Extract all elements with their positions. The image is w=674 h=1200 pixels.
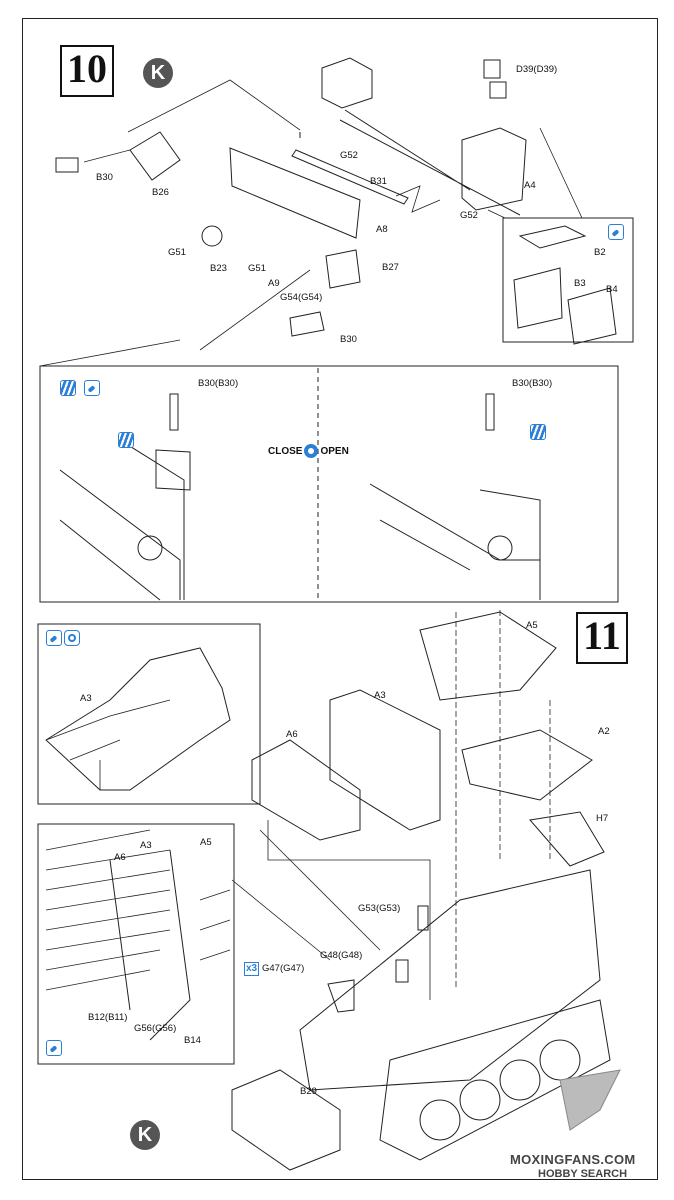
label-a9: A9 — [268, 278, 280, 289]
page-frame — [22, 18, 658, 1180]
glue-icon — [608, 224, 624, 240]
inset-b-box — [502, 217, 634, 343]
hatch-close — [137, 535, 163, 561]
label-a3-inset: A3 — [80, 693, 92, 704]
part-b23 — [201, 225, 223, 247]
part-g47 — [327, 979, 355, 1013]
part-d39 — [483, 59, 507, 99]
label-a6-detail: A6 — [114, 852, 126, 863]
label-b3: B3 — [574, 278, 586, 289]
label-b31: B31 — [370, 176, 387, 187]
step-10-number: 10 — [60, 45, 114, 97]
part-b4 — [567, 287, 617, 345]
part-h7 — [529, 811, 605, 867]
label-b14: B14 — [184, 1035, 201, 1046]
rotate-view-icon — [64, 630, 80, 646]
part-a6 — [251, 739, 361, 841]
part-b27 — [325, 249, 361, 289]
label-b12: B12(B11) — [88, 1012, 128, 1023]
label-b23: B23 — [210, 263, 227, 274]
part-b26 — [129, 131, 181, 181]
close-open-box — [39, 365, 619, 603]
vehicle-hull — [299, 869, 601, 1091]
part-a4-top — [321, 57, 373, 109]
part-a8 — [229, 147, 361, 239]
marker-k-bottom: K — [130, 1120, 160, 1150]
label-b29: B29 — [300, 1086, 317, 1097]
glue-icon — [46, 630, 62, 646]
label-g56: G56(G56) — [134, 1023, 177, 1034]
step-11-number: 11 — [576, 612, 628, 664]
watermark-brand: HOBBY SEARCH — [538, 1168, 628, 1180]
hull-open — [369, 483, 541, 600]
part-a3 — [329, 689, 441, 831]
label-a3-main: A3 — [374, 690, 386, 701]
paint-icon — [530, 424, 546, 440]
paint-icon — [60, 380, 76, 396]
label-b26: B26 — [152, 187, 169, 198]
label-g47: G47(G47) — [262, 963, 305, 974]
inset-view-box — [37, 623, 261, 805]
label-a6-main: A6 — [286, 729, 298, 740]
glue-icon — [84, 380, 100, 396]
fitting-close — [155, 449, 191, 491]
quantity-badge: x3 — [244, 962, 260, 976]
part-g48 — [395, 959, 409, 983]
hull-close — [59, 439, 185, 601]
vehicle-inset — [45, 647, 231, 791]
label-a2: A2 — [598, 726, 610, 737]
b30-close — [169, 393, 179, 431]
track-assembly — [379, 999, 611, 1161]
label-g52-a: G52 — [340, 150, 358, 161]
part-b2 — [518, 225, 587, 249]
label-a5-detail: A5 — [200, 837, 212, 848]
part-b30b — [289, 311, 325, 337]
label-a4: A4 — [524, 180, 536, 191]
watermark-site: MOXINGFANS.COM — [510, 1152, 636, 1167]
label-a5-main: A5 — [526, 620, 538, 631]
label-b30-bottom: B30 — [340, 334, 357, 345]
part-a4 — [461, 127, 527, 211]
label-a8: A8 — [376, 224, 388, 235]
close-label: CLOSE — [268, 445, 303, 457]
glue-icon — [46, 1040, 62, 1056]
hatch-open — [487, 535, 513, 561]
label-g53: G53(G53) — [358, 903, 401, 914]
label-b4: B4 — [606, 284, 618, 295]
label-b27: B27 — [382, 262, 399, 273]
label-b30-top: B30 — [96, 172, 113, 183]
label-h7: H7 — [596, 813, 609, 824]
paint-icon — [118, 432, 134, 448]
part-b3 — [513, 267, 563, 329]
label-b30-open: B30(B30) — [512, 378, 553, 389]
marker-k-top: K — [143, 58, 173, 88]
label-d39: D39(D39) — [516, 64, 558, 75]
label-g54: G54(G54) — [280, 292, 323, 303]
part-b30a — [55, 157, 79, 173]
b30-open — [485, 393, 495, 431]
rotate-view-icon — [304, 444, 319, 458]
open-label: OPEN — [320, 445, 349, 457]
part-g53 — [417, 905, 429, 931]
part-a2 — [461, 729, 593, 801]
label-g52-b: G52 — [460, 210, 478, 221]
label-g48: G48(G48) — [320, 950, 363, 961]
detail-inset-box — [37, 823, 235, 1065]
label-b2: B2 — [594, 247, 606, 258]
label-g51-b: G51 — [248, 263, 266, 274]
label-b30-close: B30(B30) — [198, 378, 239, 389]
label-a3-detail: A3 — [140, 840, 152, 851]
logo-watermark-shape — [559, 1069, 621, 1131]
part-a5 — [419, 611, 557, 701]
close-open-indicator: CLOSE OPEN — [268, 444, 349, 458]
label-g51-a: G51 — [168, 247, 186, 258]
part-b31 — [291, 149, 409, 205]
part-k-assembly — [231, 1069, 341, 1171]
rail-lines — [299, 109, 521, 216]
